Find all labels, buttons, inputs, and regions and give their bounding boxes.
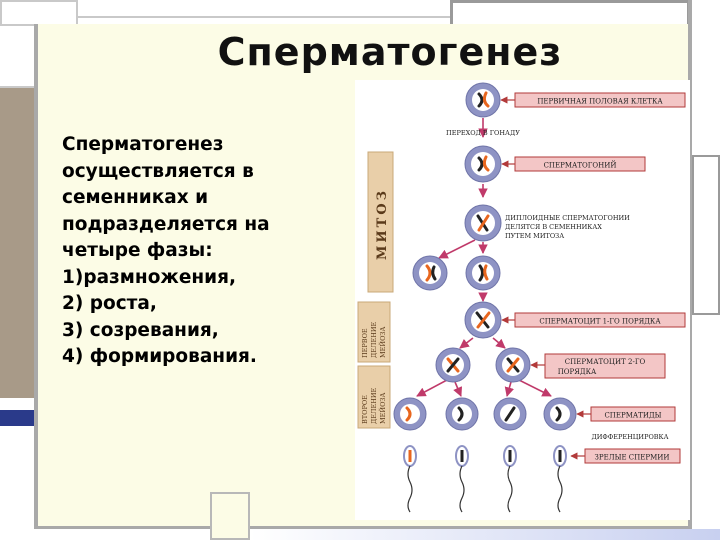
top-left-deco-square	[0, 0, 78, 26]
sperm-tail	[557, 465, 563, 513]
label-spermatids: СПЕРМАТИДЫ	[604, 412, 661, 420]
sperm-tail	[507, 465, 513, 513]
body-line: 4) формирования.	[62, 346, 257, 367]
bottom-deco-square	[210, 492, 250, 540]
body-line: 2) роста,	[62, 293, 157, 314]
left-deco-white-square	[0, 26, 34, 88]
left-deco-gray-bar	[0, 88, 34, 398]
arrow	[518, 379, 552, 397]
body-line: 3) созревания,	[62, 319, 219, 341]
label-spermatogonium: СПЕРМАТОГОНИЙ	[544, 161, 617, 170]
first-division-label: ДЕЛЕНИЕ	[370, 321, 378, 358]
mitosis-side-label: МИТОЗ	[375, 188, 390, 260]
label-differentiation: ДИФФЕРЕНЦИРОВКА	[591, 433, 668, 441]
label-diploid-note: ПУТЕМ МИТОЗА	[505, 232, 564, 240]
arrow	[438, 239, 476, 259]
arrow	[492, 337, 506, 349]
label-diploid-note: ДИПЛОИДНЫЕ СПЕРМАТОГОНИИ	[505, 214, 630, 222]
first-division-label: ПЕРВОЕ	[361, 328, 369, 358]
label-box-spermatids	[590, 406, 676, 422]
label-mature-sperm: ЗРЕЛЫЕ СПЕРМИИ	[595, 454, 670, 462]
label-primary-germ-cell: ПЕРВИЧНАЯ ПОЛОВАЯ КЛЕТКА	[537, 98, 663, 106]
label-box-mature-sperm	[584, 448, 681, 464]
body-line: осуществляется в	[62, 160, 254, 182]
arrow	[453, 381, 463, 397]
sperm-tail	[459, 465, 465, 513]
body-line: подразделяется на	[62, 213, 270, 235]
second-division-label: ДЕЛЕНИЕ	[370, 387, 378, 424]
arrow	[459, 337, 474, 349]
second-division-label: МЕЙОЗА	[378, 393, 387, 424]
label-spermatocyte-2: СПЕРМАТОЦИТ 2-ГО	[565, 358, 646, 366]
left-frame-line	[34, 24, 38, 529]
diagram-svg: МИТОЗ ПЕРВОЕ ДЕЛЕНИЕ МЕЙОЗА ВТОРОЕ ДЕЛЕН…	[357, 82, 686, 513]
body-line: 1)размножения,	[62, 266, 237, 288]
left-deco-blue-bar	[0, 410, 34, 426]
top-deco-bar	[78, 0, 458, 18]
label-spermatocyte-1: СПЕРМАТОЦИТ 1-ГО ПОРЯДКА	[539, 318, 661, 326]
spermatogenesis-diagram: МИТОЗ ПЕРВОЕ ДЕЛЕНИЕ МЕЙОЗА ВТОРОЕ ДЕЛЕН…	[355, 80, 690, 520]
right-deco-square	[692, 155, 720, 315]
slide-title: Сперматогенез	[217, 30, 563, 74]
sperm-tail	[407, 465, 413, 513]
right-frame-line	[688, 0, 692, 540]
bottom-frame-line	[38, 526, 692, 529]
label-box-spermatocyte-1	[514, 312, 686, 328]
body-line: семенниках и	[62, 187, 209, 208]
second-division-side-bar	[357, 365, 391, 429]
body-line: Сперматогенез	[62, 134, 224, 155]
label-spermatocyte-2: ПОРЯДКА	[558, 368, 597, 376]
body-text: Сперматогенез осуществляется в семенника…	[62, 132, 352, 371]
first-division-label: МЕЙОЗА	[378, 327, 387, 358]
label-box-spermatogonium	[514, 156, 646, 172]
body-line: четыре фазы:	[62, 240, 213, 261]
label-box-spermatocyte-2	[544, 353, 666, 379]
arrow	[416, 379, 448, 397]
label-transfer: ПЕРЕХОД В ГОНАДУ	[446, 129, 520, 137]
first-division-side-bar	[357, 301, 391, 363]
arrow	[504, 381, 514, 397]
label-box-primary	[514, 92, 686, 108]
bottom-deco-gradient	[250, 529, 720, 540]
label-diploid-note: ДЕЛЯТСЯ В СЕМЕННИКАХ	[505, 223, 602, 231]
second-division-label: ВТОРОЕ	[361, 395, 369, 424]
mitosis-side-bar	[367, 151, 394, 293]
